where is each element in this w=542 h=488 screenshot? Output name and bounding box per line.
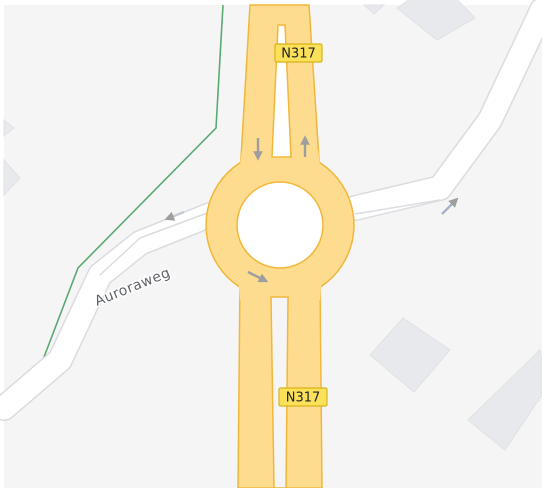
arrow-icon — [441, 197, 459, 215]
road-shield-top-label: N317 — [281, 47, 316, 62]
building — [3, 118, 15, 138]
building — [467, 348, 542, 451]
minor-roads — [0, 0, 542, 421]
minor-road-divider — [99, 199, 441, 276]
building — [369, 317, 451, 393]
map-frame — [0, 0, 4, 488]
road-shield-bottom-label: N317 — [286, 391, 321, 406]
arrow-icon — [247, 270, 269, 283]
map-frame-top — [0, 0, 542, 5]
park-boundary-line — [35, 4, 224, 379]
road-shield-bottom[interactable]: N317 — [278, 387, 328, 407]
lane-arrows — [164, 135, 459, 283]
buildings — [3, 0, 542, 451]
building — [362, 4, 386, 15]
building — [396, 0, 476, 41]
building — [3, 158, 21, 197]
roundabout-island — [236, 181, 324, 269]
arrow-icon — [164, 210, 185, 221]
road-shield-top[interactable]: N317 — [274, 43, 323, 63]
